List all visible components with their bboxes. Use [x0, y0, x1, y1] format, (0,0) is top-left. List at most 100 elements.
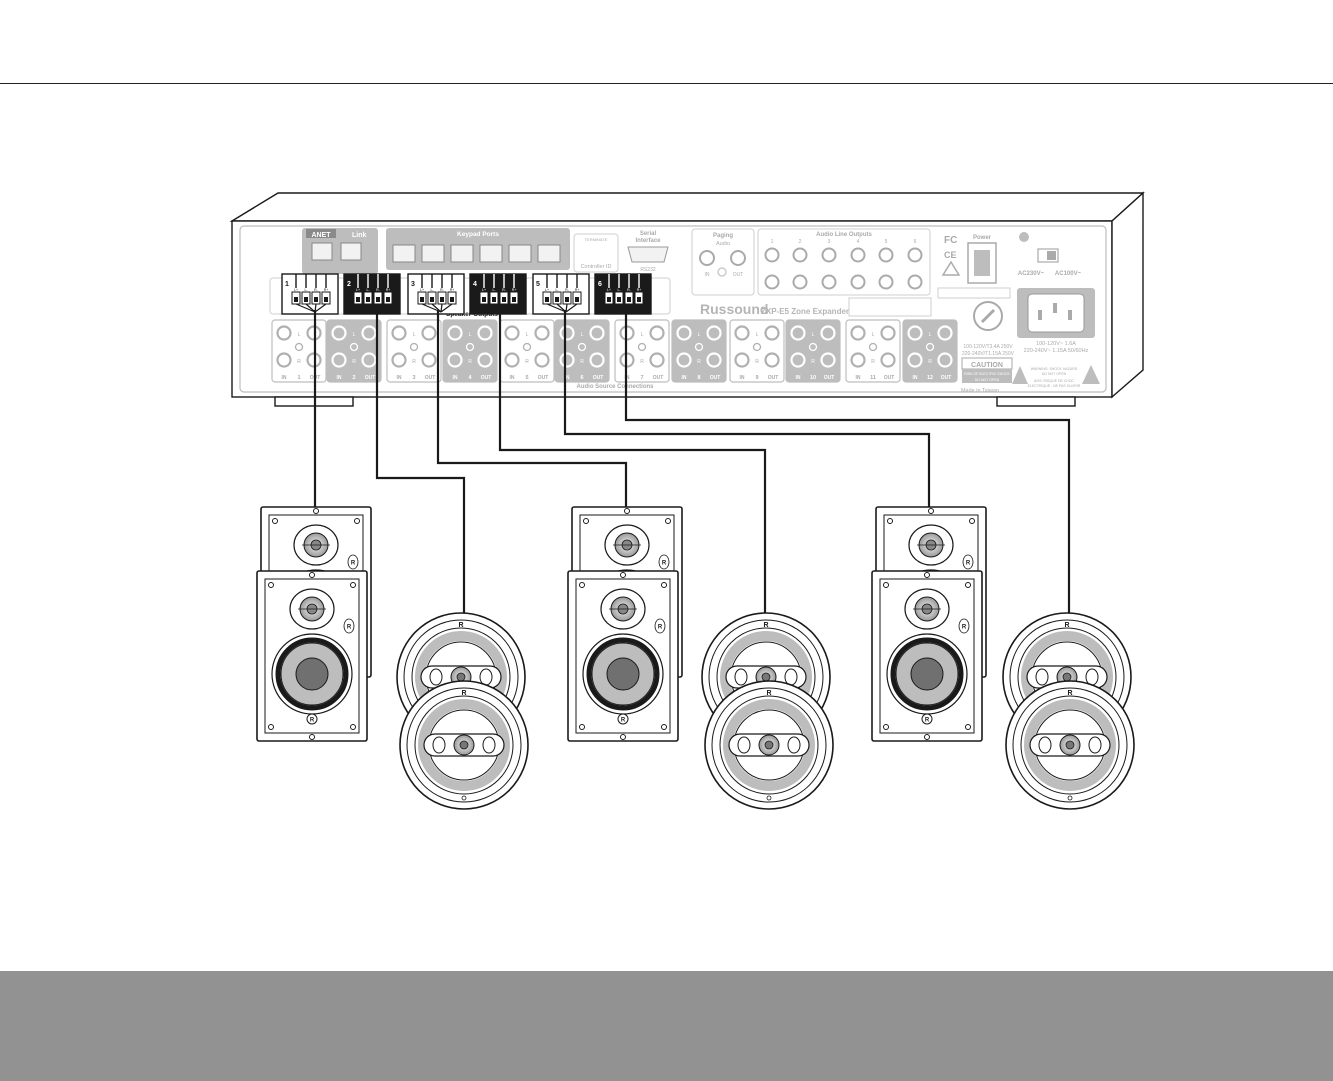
- jack-out-label: OUT: [824, 375, 835, 381]
- keypad-port: [421, 244, 445, 263]
- terminal-label: L-: [366, 288, 370, 292]
- line-output-jack-pair[interactable]: 6: [907, 239, 923, 290]
- speaker-badge: R: [962, 625, 967, 631]
- source-zone-number: 11: [870, 375, 876, 381]
- jack-right-label: R: [468, 359, 472, 365]
- terminal-label: L+: [607, 288, 611, 292]
- jack-left-label: L: [526, 332, 529, 338]
- source-zone-number: 3: [412, 375, 415, 381]
- terminal-label: R+: [386, 288, 391, 292]
- line-output-jack-pair[interactable]: 2: [792, 239, 808, 290]
- jack-out-label: OUT: [653, 375, 664, 381]
- jack-in-label: IN: [856, 375, 861, 381]
- anet-logo: ANET: [311, 232, 331, 239]
- speaker-badge: R: [1064, 622, 1069, 629]
- line-output-jack-pair[interactable]: 3: [821, 239, 837, 290]
- speaker-badge: R: [925, 718, 930, 724]
- speaker-output-terminal-6[interactable]: 6L+L-R-R+: [594, 273, 652, 315]
- terminal-label: R-: [565, 288, 570, 292]
- interface-label: Interface: [635, 238, 661, 244]
- keypad-port: [537, 244, 561, 263]
- line-output-number: 4: [857, 239, 860, 245]
- chassis-side: [1111, 191, 1144, 399]
- warning-icon: [1082, 365, 1100, 384]
- ac-right-label: AC100V~: [1055, 271, 1082, 277]
- speaker-output-terminal-3[interactable]: 3L+L-R-R+: [407, 273, 465, 315]
- jack-out-label: OUT: [365, 375, 376, 381]
- jack-in-label: IN: [337, 375, 342, 381]
- power-label: Power: [973, 235, 992, 241]
- speaker-output-number: 1: [285, 281, 289, 288]
- jack-in-label: IN: [740, 375, 745, 381]
- terminal-label: R+: [575, 288, 580, 292]
- terminal-label: L+: [356, 288, 360, 292]
- speaker-badge: R: [310, 718, 315, 724]
- speaker-badge: R: [766, 690, 771, 697]
- speaker-badge: R: [1067, 690, 1072, 697]
- source-zone-number: 4: [468, 375, 472, 381]
- source-zone-number: 8: [697, 375, 700, 381]
- ceiling-speaker-front: R: [1005, 680, 1135, 810]
- speaker-output-terminals: 1L+L-R-R+2L+L-R-R+3L+L-R-R+4L+L-R-R+5L+L…: [281, 273, 652, 315]
- keypad-port: [508, 244, 532, 263]
- source-zone-number: 1: [297, 375, 300, 381]
- terminal-label: L-: [304, 288, 308, 292]
- audio-source-connections-label: Audio Source Connections: [576, 384, 654, 390]
- terminal-label: L-: [617, 288, 621, 292]
- speaker-output-terminal-1[interactable]: 1L+L-R-R+: [281, 273, 339, 315]
- foot-right: [996, 396, 1076, 407]
- terminal-label: L+: [482, 288, 486, 292]
- jack-right-label: R: [640, 359, 644, 365]
- wire-zone-3: [436, 310, 628, 507]
- line-output-jack-pair[interactable]: 4: [850, 239, 866, 290]
- bookshelf-speaker-front: RR: [871, 570, 983, 742]
- speaker-output-terminal-5[interactable]: 5L+L-R-R+: [532, 273, 590, 315]
- source-zone-number: 5: [525, 375, 528, 381]
- line-output-jack-pair[interactable]: 1: [764, 239, 780, 290]
- caution-line2: DO NOT OPEN: [975, 378, 1000, 382]
- jack-out-label: OUT: [941, 375, 952, 381]
- jack-out-label: OUT: [884, 375, 895, 381]
- jack-right-label: R: [352, 359, 356, 365]
- speaker-output-terminal-4[interactable]: 4L+L-R-R+: [469, 273, 527, 315]
- terminal-label: R+: [450, 288, 455, 292]
- line-output-number: 2: [799, 239, 802, 245]
- speaker-output-number: 5: [536, 281, 540, 288]
- ceiling-speaker-pair-2: RR: [701, 612, 834, 810]
- warning-line3: AVIS: RISQUE DE CHOC: [1034, 379, 1075, 383]
- line-output-jacks: 1 2 3 4 5 6: [764, 239, 923, 290]
- paging-label: Paging: [713, 233, 733, 239]
- jack-out-label: OUT: [425, 375, 436, 381]
- zone-expander-amplifier: ANET Link Keypad Ports TERMINATE Control…: [229, 191, 1145, 407]
- line-output-number: 6: [914, 239, 917, 245]
- jack-left-label: L: [756, 332, 759, 338]
- fc-mark: FC: [944, 235, 957, 246]
- jack-right-label: R: [755, 359, 759, 365]
- wire-zone-4: [498, 310, 767, 613]
- jack-out-label: OUT: [593, 375, 604, 381]
- terminal-label: L+: [420, 288, 424, 292]
- source-zone-number: 10: [810, 375, 816, 381]
- ceiling-speaker-pair-1: RR: [396, 612, 529, 810]
- speaker-output-terminal-2[interactable]: 2L+L-R-R+: [343, 273, 401, 315]
- keypad-ports-block: Keypad Ports: [386, 228, 570, 270]
- jack-out-label: OUT: [481, 375, 492, 381]
- jack-in-label: IN: [682, 375, 687, 381]
- line-output-jack-pair[interactable]: 5: [878, 239, 894, 290]
- keypad-port: [479, 244, 503, 263]
- ul-mark-icon: [1019, 232, 1029, 242]
- terminal-label: R+: [637, 288, 642, 292]
- jack-out-label: OUT: [710, 375, 721, 381]
